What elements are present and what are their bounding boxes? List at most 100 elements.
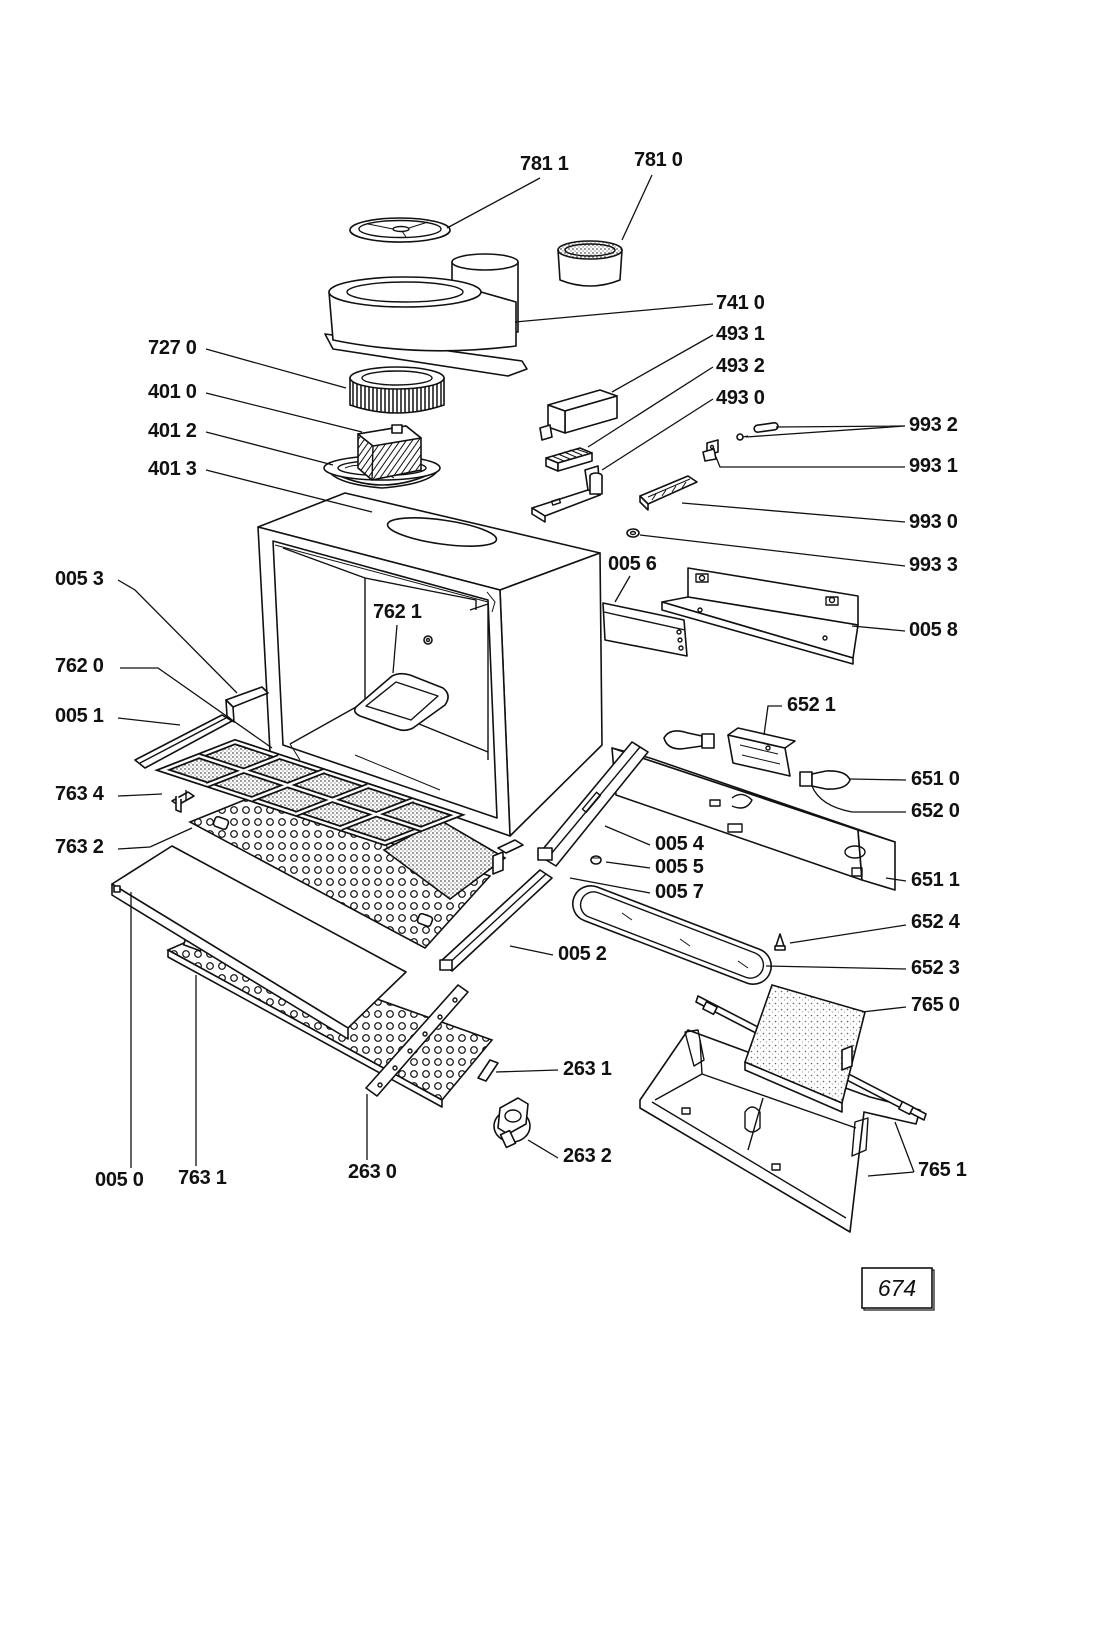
label-727-0: 727 0 bbox=[148, 337, 197, 359]
part-781-0-outlet-cylinder bbox=[557, 240, 623, 287]
label-741-0: 741 0 bbox=[716, 292, 765, 314]
part-763-4-clip bbox=[171, 790, 195, 813]
leader-651-0 bbox=[849, 778, 907, 781]
leader-652-3 bbox=[765, 965, 907, 970]
label-401-2: 401 2 bbox=[148, 420, 197, 442]
part-993-0-lamp-holder-rail bbox=[639, 475, 698, 511]
part-651-1-light-housing bbox=[611, 747, 896, 891]
leader-401-2 bbox=[205, 431, 334, 466]
leader-005-1 bbox=[117, 717, 181, 726]
label-762-0: 762 0 bbox=[55, 655, 104, 677]
leader-005-2 bbox=[509, 945, 554, 956]
leader-493-1 bbox=[611, 334, 714, 393]
label-993-1: 993 1 bbox=[909, 455, 958, 477]
label-005-7: 005 7 bbox=[655, 881, 704, 903]
leader-005-8 bbox=[851, 625, 906, 632]
part-005-2-slide-rail bbox=[439, 869, 553, 972]
leader-005-6 bbox=[614, 575, 631, 603]
label-401-3: 401 3 bbox=[148, 458, 197, 480]
leader-763-2 bbox=[117, 827, 193, 850]
part-727-0-motor-filter bbox=[349, 366, 445, 414]
leader-741-0 bbox=[514, 303, 714, 323]
label-263-1: 263 1 bbox=[563, 1058, 612, 1080]
label-263-0: 263 0 bbox=[348, 1161, 397, 1183]
part-005-0-front-visor bbox=[111, 845, 407, 1040]
leader-005-3 bbox=[117, 579, 238, 694]
label-763-1: 763 1 bbox=[178, 1167, 227, 1189]
part-493-1-transformer bbox=[539, 389, 618, 441]
part-741-0-blower-housing bbox=[324, 253, 528, 377]
label-263-2: 263 2 bbox=[563, 1145, 612, 1167]
part-652-4-screw bbox=[774, 933, 786, 951]
part-493-2-terminal-block bbox=[545, 447, 593, 472]
part-401-0-motor bbox=[357, 424, 422, 481]
label-651-1: 651 1 bbox=[911, 869, 960, 891]
label-005-0: 005 0 bbox=[95, 1169, 144, 1191]
label-005-3: 005 3 bbox=[55, 568, 104, 590]
part-labels: 781 1 781 0 741 0 493 1 493 2 493 0 727 … bbox=[55, 149, 967, 1191]
leader-401-3 bbox=[205, 469, 373, 513]
lamp-bulb-left bbox=[663, 730, 715, 750]
label-781-1: 781 1 bbox=[520, 153, 569, 175]
label-763-2: 763 2 bbox=[55, 836, 104, 858]
part-493-0-bracket bbox=[531, 465, 603, 523]
leader-993-0 bbox=[681, 502, 906, 523]
leader-765-1 bbox=[867, 1121, 915, 1177]
leader-993-3 bbox=[639, 534, 906, 567]
leader-263-2 bbox=[527, 1139, 559, 1159]
label-493-0: 493 0 bbox=[716, 387, 765, 409]
part-005-6-side-bar bbox=[602, 602, 688, 657]
part-993-2-pin-and-screw bbox=[736, 422, 779, 441]
label-763-4: 763 4 bbox=[55, 783, 105, 805]
leader-005-7 bbox=[569, 877, 651, 894]
part-263-2-knob bbox=[493, 1097, 531, 1149]
label-005-4: 005 4 bbox=[655, 833, 705, 855]
label-765-0: 765 0 bbox=[911, 994, 960, 1016]
cabinet-body bbox=[257, 492, 603, 837]
leader-lines bbox=[117, 174, 915, 1177]
label-401-0: 401 0 bbox=[148, 381, 197, 403]
part-005-8-rear-bracket bbox=[661, 567, 859, 665]
label-993-0: 993 0 bbox=[909, 511, 958, 533]
part-005-3-left-bracket bbox=[225, 686, 269, 723]
label-652-0: 652 0 bbox=[911, 800, 960, 822]
label-005-8: 005 8 bbox=[909, 619, 958, 641]
leader-005-5 bbox=[605, 861, 651, 869]
leader-993-1 bbox=[715, 456, 905, 468]
part-762-1-interior-tray bbox=[353, 672, 449, 732]
label-781-0: 781 0 bbox=[634, 149, 683, 171]
part-652-3-light-diffuser bbox=[571, 885, 773, 985]
leader-652-1 bbox=[763, 705, 782, 736]
part-765-0-charcoal-filter bbox=[743, 984, 866, 1113]
part-652-1-lamp-socket bbox=[727, 727, 796, 777]
label-993-2: 993 2 bbox=[909, 414, 958, 436]
label-762-1: 762 1 bbox=[373, 601, 422, 623]
leader-652-4 bbox=[789, 924, 907, 944]
leader-781-1 bbox=[446, 177, 541, 229]
part-651-0-lamp-bulb bbox=[799, 770, 851, 790]
leader-762-1 bbox=[392, 624, 398, 674]
label-651-0: 651 0 bbox=[911, 768, 960, 790]
leader-493-2 bbox=[587, 366, 714, 448]
part-263-0-slider bbox=[365, 984, 469, 1097]
label-652-4: 652 4 bbox=[911, 911, 961, 933]
leader-651-1 bbox=[885, 877, 907, 882]
label-993-3: 993 3 bbox=[909, 554, 958, 576]
page-number-box: 674 bbox=[861, 1267, 935, 1311]
leader-401-0 bbox=[205, 392, 363, 433]
leader-005-4 bbox=[604, 825, 651, 846]
leader-263-1 bbox=[495, 1069, 559, 1073]
label-493-1: 493 1 bbox=[716, 323, 765, 345]
leader-763-4 bbox=[117, 793, 163, 797]
leader-493-0 bbox=[601, 398, 714, 471]
part-005-7-connector bbox=[492, 839, 524, 875]
leader-765-0 bbox=[861, 1006, 907, 1013]
page-number: 674 bbox=[878, 1275, 916, 1301]
leader-762-0 bbox=[120, 667, 273, 749]
label-765-1: 765 1 bbox=[918, 1159, 967, 1181]
label-005-5: 005 5 bbox=[655, 856, 704, 878]
leader-727-0 bbox=[205, 348, 347, 389]
label-652-3: 652 3 bbox=[911, 957, 960, 979]
leader-781-0 bbox=[621, 174, 653, 241]
